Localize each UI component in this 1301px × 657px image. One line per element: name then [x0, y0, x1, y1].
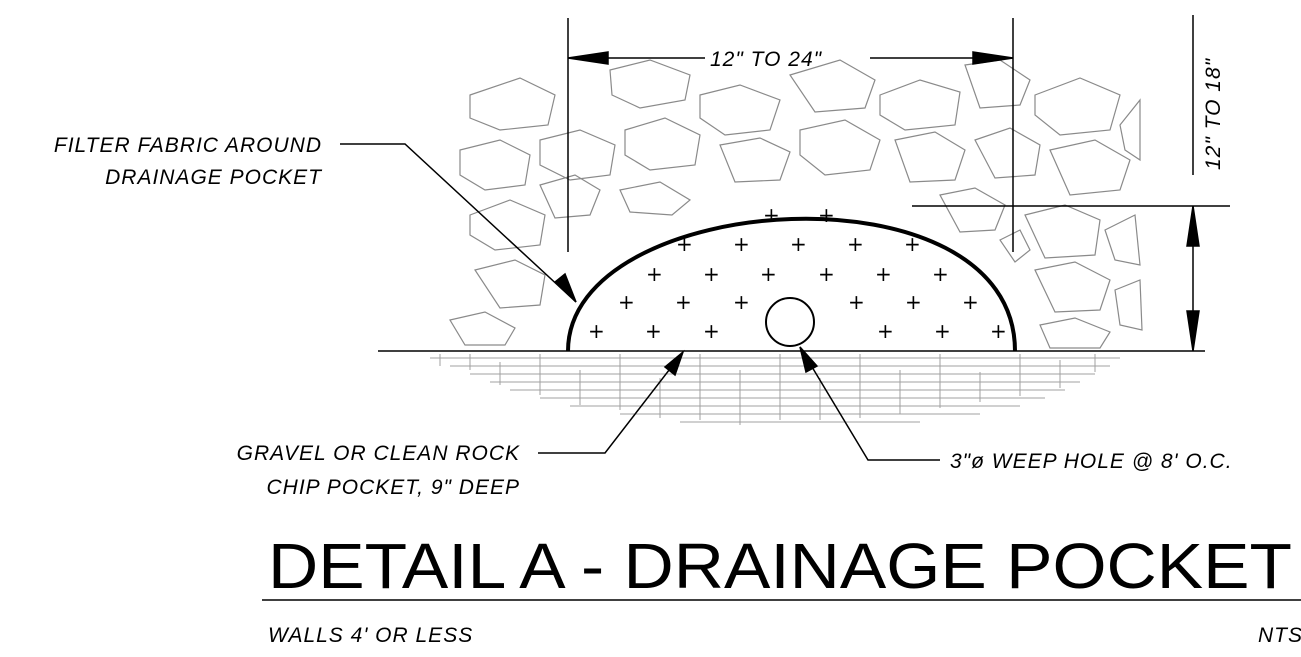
- filter-fabric-label-line1: FILTER FABRIC AROUND: [54, 134, 322, 157]
- svg-text:+: +: [990, 319, 1007, 343]
- weep-hole-label: 3"ø WEEP HOLE @ 8' O.C.: [950, 450, 1233, 473]
- weep-hole-leader: [799, 346, 940, 461]
- height-dimension: [912, 15, 1230, 352]
- detail-subtitle: WALLS 4' OR LESS: [268, 624, 473, 647]
- filter-fabric-label-line2: DRAINAGE POCKET: [105, 166, 323, 189]
- svg-text:+: +: [962, 290, 979, 314]
- svg-text:+: +: [645, 319, 662, 343]
- svg-text:+: +: [675, 290, 692, 314]
- svg-text:+: +: [618, 290, 635, 314]
- svg-text:+: +: [790, 232, 807, 256]
- svg-text:+: +: [763, 203, 780, 227]
- svg-text:+: +: [847, 232, 864, 256]
- svg-text:+: +: [875, 262, 892, 286]
- filter-fabric-leader: [340, 143, 577, 303]
- width-dimension-label: 12" TO 24": [710, 48, 823, 71]
- weep-hole-pipe: [765, 297, 815, 347]
- svg-text:+: +: [848, 290, 865, 314]
- svg-text:+: +: [760, 262, 777, 286]
- svg-text:+: +: [646, 262, 663, 286]
- gravel-label-line1: GRAVEL OR CLEAN ROCK: [237, 442, 520, 465]
- gravel-label-line2: CHIP POCKET, 9" DEEP: [267, 476, 520, 499]
- svg-text:+: +: [904, 232, 921, 256]
- filter-fabric-outline: [566, 216, 1017, 352]
- detail-title: DETAIL A - DRAINAGE POCKET: [268, 530, 1292, 602]
- scale-note: NTS: [1258, 624, 1301, 647]
- svg-text:+: +: [818, 262, 835, 286]
- gravel-leader: [538, 349, 685, 454]
- svg-text:+: +: [733, 290, 750, 314]
- svg-text:+: +: [877, 319, 894, 343]
- native-soil-hatching: [430, 354, 1120, 425]
- svg-text:+: +: [932, 262, 949, 286]
- svg-text:+: +: [733, 232, 750, 256]
- svg-text:+: +: [703, 262, 720, 286]
- svg-text:+: +: [934, 319, 951, 343]
- width-dimension: [567, 18, 1014, 252]
- height-dimension-label: 12" TO 18": [1202, 57, 1225, 170]
- svg-text:+: +: [818, 203, 835, 227]
- svg-text:+: +: [905, 290, 922, 314]
- svg-text:+: +: [588, 319, 605, 343]
- gravel-fill-pattern: ++ +++++ ++++++ ++++++ ++++++: [588, 203, 1007, 343]
- svg-text:+: +: [703, 319, 720, 343]
